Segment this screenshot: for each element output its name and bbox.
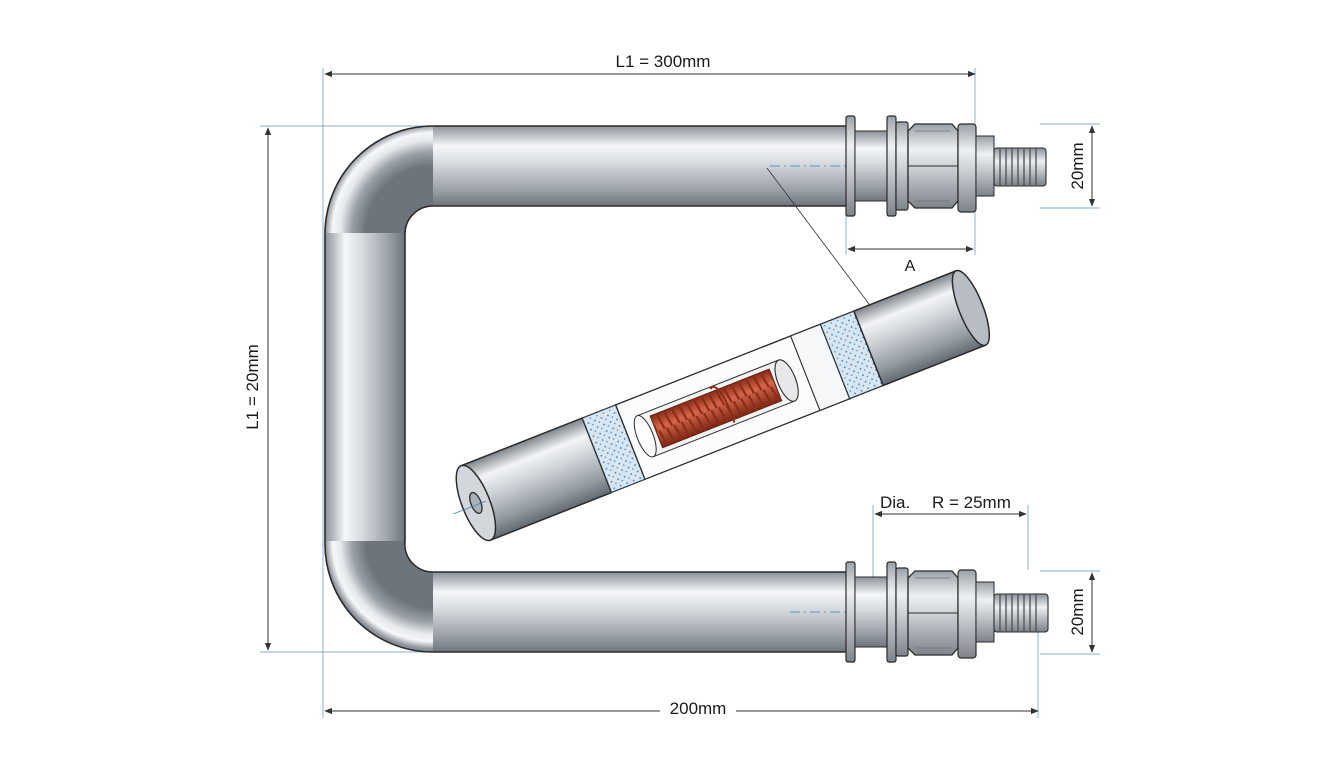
- side-length-label: L1 = 20mm: [243, 344, 262, 430]
- bottom-fitting: [845, 561, 1049, 663]
- extension-lines: [260, 68, 1100, 718]
- top-thread-label: 20mm: [1068, 142, 1087, 189]
- cutaway-section: [453, 269, 991, 542]
- bottom-length-label: 200mm: [670, 699, 727, 718]
- dimension-lines: [264, 70, 1096, 715]
- u-tube: [324, 125, 905, 653]
- top-fitting: [845, 115, 1047, 217]
- bottom-thread-label: 20mm: [1068, 588, 1087, 635]
- section-marker-label: A: [905, 258, 916, 275]
- radius-label: R = 25mm: [932, 493, 1011, 512]
- dia-label: Dia.: [880, 493, 910, 512]
- section-leader-line: [766, 167, 873, 309]
- top-length-label: L1 = 300mm: [616, 52, 711, 71]
